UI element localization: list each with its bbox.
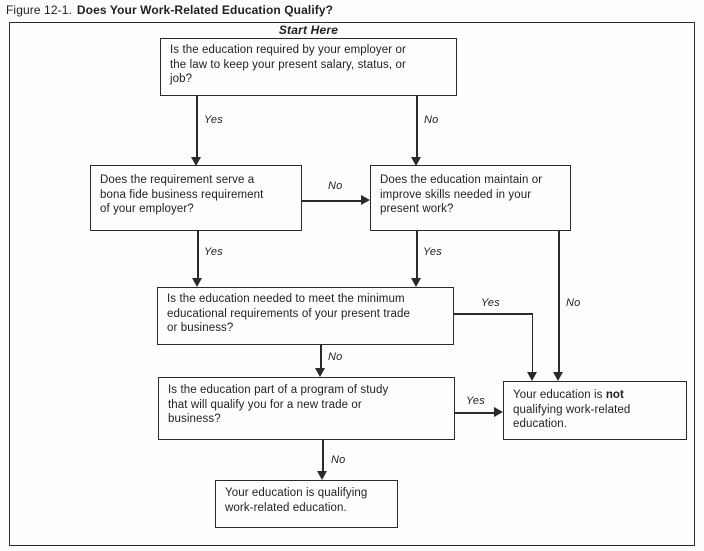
start-here-label: Start Here [278,23,339,37]
node-q2-bona-fide-requirement: Does the requirement serve a bona fide b… [90,165,302,231]
edge-q5-no-arrowhead-icon [317,471,327,480]
edge-q4-no-arrowhead-icon [315,368,325,377]
figure-title-text: Does Your Work-Related Education Qualify… [76,3,334,17]
edge-q2-no-arrowhead-icon [361,195,370,205]
node-q4-minimum-requirements: Is the education needed to meet the mini… [157,287,454,345]
edge-q1-yes-label: Yes [204,114,223,126]
edge-q1-no-line [416,96,418,157]
edge-q3-yes-arrowhead-icon [411,278,421,287]
not-qualifying-text-rest: qualifying work-related education. [513,403,631,431]
edge-q5-yes-line [455,412,494,414]
edge-q4-no-label: No [328,351,343,363]
node-result-qualifying: Your education is qualifying work-relate… [215,480,398,528]
edge-q4-yes-label: Yes [481,297,500,309]
edge-q5-yes-arrowhead-icon [494,407,503,417]
edge-q4-yes-line-vertical [531,313,533,372]
figure-border [9,22,695,546]
edge-q5-no-label: No [331,454,346,466]
edge-q2-yes-line [197,231,199,278]
edge-q2-yes-label: Yes [204,246,223,258]
node-result-not-qualifying: Your education is not qualifying work-rel… [503,381,687,440]
not-qualifying-bold-word: not [605,389,624,401]
edge-q2-yes-arrowhead-icon [192,278,202,287]
edge-q1-no-label: No [424,114,439,126]
edge-q4-no-line [320,345,322,368]
edge-q1-yes-arrowhead-icon [191,157,201,166]
edge-q3-no-arrowhead-icon [553,372,563,381]
edge-q1-yes-line [196,96,198,157]
not-qualifying-text-start: Your education is [513,389,606,401]
edge-q2-no-line [302,200,361,202]
edge-q4-yes-line-horizontal [454,313,533,315]
edge-q4-yes-arrowhead-icon [527,372,537,381]
node-q3-maintain-improve-skills: Does the education maintain or improve s… [370,165,571,231]
figure-title: Figure 12-1. Does Your Work-Related Educa… [6,3,333,17]
node-q5-new-trade-program: Is the education part of a program of st… [158,377,455,440]
figure-number: Figure 12-1. [6,3,72,17]
edge-q5-no-line [322,440,324,471]
edge-q3-no-label: No [566,297,581,309]
edge-q3-no-line [558,231,560,372]
edge-q3-yes-label: Yes [423,246,442,258]
edge-q5-yes-label: Yes [466,395,485,407]
edge-q2-no-label: No [328,180,343,192]
node-q1-education-required: Is the education required by your employ… [160,38,457,96]
edge-q3-yes-line [416,231,418,278]
edge-q1-no-arrowhead-icon [411,157,421,166]
